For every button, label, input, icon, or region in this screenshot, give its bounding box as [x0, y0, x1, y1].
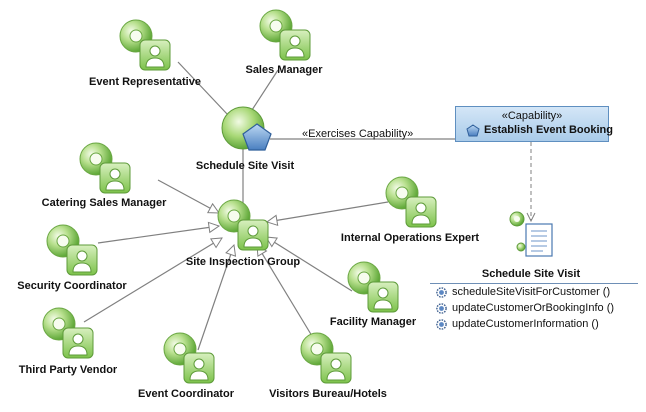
operation-label: updateCustomerOrBookingInfo (): [452, 302, 615, 314]
operation-gear-icon: [436, 319, 447, 330]
operation-label: scheduleSiteVisitForCustomer (): [452, 286, 611, 298]
operation-gear-icon: [436, 287, 447, 298]
actor-label-event-representative: Event Representative: [89, 76, 201, 88]
operation-gear-icon: [436, 303, 447, 314]
gen-facility-manager: [266, 237, 353, 292]
actor-label-sales-manager: Sales Manager: [245, 64, 323, 76]
capability-name: Establish Event Booking: [484, 124, 613, 136]
actor-label-site-inspection-group: Site Inspection Group: [185, 256, 301, 268]
gen-internal-operations-expert: [267, 201, 389, 222]
operation-item[interactable]: updateCustomerOrBookingInfo (): [430, 300, 638, 316]
actor-icon-internal-operations-expert[interactable]: [385, 176, 437, 228]
actor-icon-event-representative[interactable]: [119, 19, 171, 71]
edge-sales-manager: [251, 69, 279, 111]
use-case-schedule-site-visit[interactable]: [221, 106, 272, 151]
pentagon-icon: [466, 124, 480, 137]
actor-label-facility-manager: Facility Manager: [329, 316, 417, 328]
gen-visitors-bureau: [257, 245, 313, 337]
actor-label-visitors-bureau-hotels: Visitors Bureau/Hotels: [269, 388, 387, 400]
use-case-label: Schedule Site Visit: [195, 160, 295, 172]
exercises-capability-label: «Exercises Capability»: [302, 128, 414, 140]
actor-icon-security-coordinator[interactable]: [46, 224, 98, 276]
operation-item[interactable]: scheduleSiteVisitForCustomer (): [430, 284, 638, 300]
actor-label-third-party-vendor: Third Party Vendor: [18, 364, 118, 376]
operations-list: scheduleSiteVisitForCustomer () updateCu…: [430, 283, 638, 332]
actor-icon-facility-manager[interactable]: [347, 261, 399, 313]
actor-icon-event-coordinator[interactable]: [163, 332, 215, 384]
operation-label: updateCustomerInformation (): [452, 318, 599, 330]
actor-icon-sales-manager[interactable]: [259, 9, 311, 61]
edge-event-representative: [177, 61, 229, 116]
actor-label-catering-sales-manager: Catering Sales Manager: [41, 197, 167, 209]
capability-pentagon-icon: [242, 123, 272, 151]
gen-third-party-vendor: [83, 238, 222, 323]
gen-event-coordinator: [197, 245, 234, 351]
actor-icon-third-party-vendor[interactable]: [42, 307, 94, 359]
capability-box[interactable]: «Capability» Establish Event Booking: [455, 106, 613, 142]
actor-icon-visitors-bureau-hotels[interactable]: [300, 332, 352, 384]
gen-catering-sales-manager: [157, 179, 219, 213]
component-label: Schedule Site Visit: [481, 268, 581, 280]
actor-label-security-coordinator: Security Coordinator: [17, 280, 127, 292]
actor-icon-site-inspection-group[interactable]: [217, 199, 269, 251]
actor-label-internal-operations-expert: Internal Operations Expert: [340, 232, 480, 244]
operation-item[interactable]: updateCustomerInformation (): [430, 316, 638, 332]
gen-security-coordinator: [97, 226, 219, 244]
actor-label-event-coordinator: Event Coordinator: [138, 388, 234, 400]
capability-stereotype: «Capability»: [501, 110, 563, 122]
component-schedule-site-visit-icon[interactable]: [509, 211, 553, 257]
actor-icon-catering-sales-manager[interactable]: [79, 142, 131, 194]
